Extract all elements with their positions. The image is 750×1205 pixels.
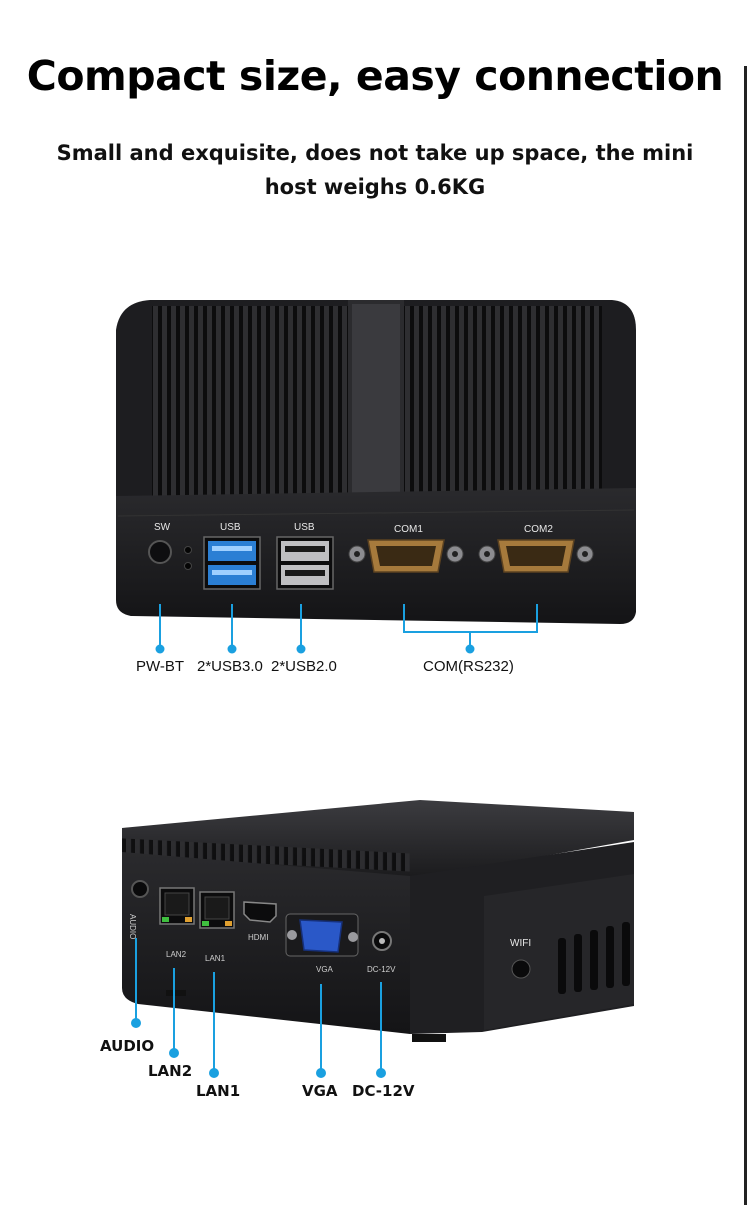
callout-dot <box>131 1018 141 1028</box>
callout-dot <box>296 644 306 654</box>
audio-port-label: AUDIO <box>128 914 137 939</box>
lan1-port-label: LAN1 <box>205 954 226 963</box>
vga-port-icon <box>285 913 359 957</box>
lan2-port-label: LAN2 <box>166 950 187 959</box>
callout-dot <box>376 1068 386 1078</box>
com2-port-label: COM2 <box>524 524 553 535</box>
hdmi-port-icon <box>243 901 277 923</box>
callout-dot <box>465 644 475 654</box>
callout-dot <box>155 644 165 654</box>
callout-audio: AUDIO <box>100 1037 154 1055</box>
vga-port-label: VGA <box>316 965 334 974</box>
edge-divider <box>744 66 747 1205</box>
led-indicator-icon <box>184 546 192 554</box>
lan1-port-icon <box>199 891 235 929</box>
callout-com: COM(RS232) <box>423 658 514 675</box>
page-title: Compact size, easy connection <box>26 52 724 100</box>
page-subtitle: Small and exquisite, does not take up sp… <box>40 136 710 204</box>
callout-dc: DC-12V <box>352 1082 415 1100</box>
rear-device: AUDIO LAN2 LAN1 HDMI VGA <box>122 800 634 1042</box>
sw-port-label: SW <box>154 522 171 533</box>
callout-usb3: 2*USB3.0 <box>197 658 263 675</box>
callout-dot <box>169 1048 179 1058</box>
dc-port-label: DC-12V <box>367 965 396 974</box>
hdmi-port-label: HDMI <box>248 933 268 942</box>
audio-jack-icon <box>131 880 149 898</box>
power-button-icon[interactable] <box>148 540 172 564</box>
usb2-port-label: USB <box>294 522 315 533</box>
callout-dot <box>209 1068 219 1078</box>
callout-pw-bt: PW-BT <box>136 658 184 675</box>
com1-port-icon <box>348 539 464 573</box>
callout-lan2: LAN2 <box>148 1062 192 1080</box>
front-device: SW USB USB COM1 COM2 <box>116 300 636 624</box>
wifi-antenna-hole-icon <box>511 959 531 979</box>
rear-callouts <box>135 938 382 1072</box>
front-callouts <box>159 604 538 648</box>
usb3-port-label: USB <box>220 522 241 533</box>
callout-usb2: 2*USB2.0 <box>271 658 337 675</box>
front-heatsink-fins-right <box>402 306 602 504</box>
lan2-port-icon <box>159 887 195 925</box>
rear-panel <box>122 852 410 1034</box>
callout-lan1: LAN1 <box>196 1082 240 1100</box>
callout-vga: VGA <box>302 1082 338 1100</box>
wifi-label: WIFI <box>510 938 531 949</box>
front-heatsink-fins-left <box>152 306 348 504</box>
com2-port-icon <box>478 539 594 573</box>
subtitle-line-1: Small and exquisite, does not take up sp… <box>56 141 694 165</box>
callout-dot <box>316 1068 326 1078</box>
led-indicator-icon <box>184 562 192 570</box>
side-vents <box>558 922 630 994</box>
subtitle-line-2: host weighs 0.6KG <box>264 175 486 199</box>
callout-dot <box>227 644 237 654</box>
com1-port-label: COM1 <box>394 524 423 535</box>
